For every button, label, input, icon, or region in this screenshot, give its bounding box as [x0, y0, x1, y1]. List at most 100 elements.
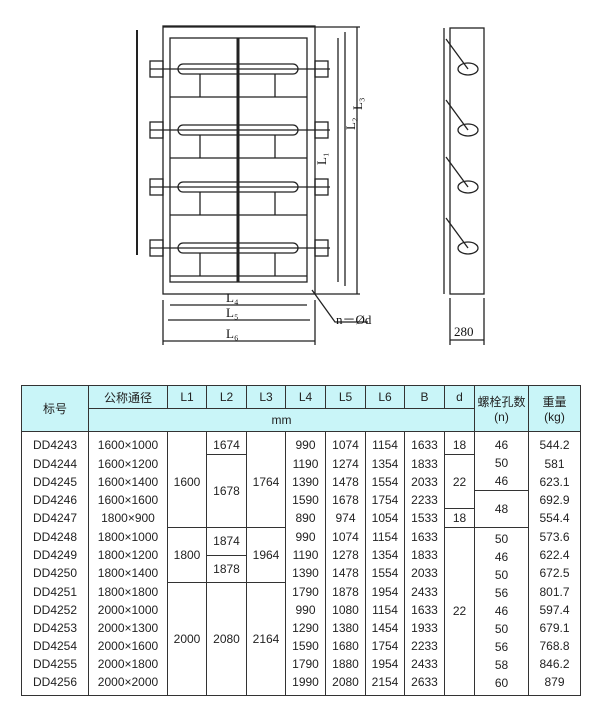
l3-group-cell: 1964 — [246, 527, 286, 583]
l4-cell: 990 — [285, 431, 326, 455]
nominal-cell: 1800×1400 — [88, 564, 168, 583]
damper-drawing: L₄ L₅ L₆ L₁ L₂ L₃ n－Ød 280 — [136, 25, 485, 345]
l4-cell: 1390 — [285, 472, 326, 491]
n-group-cell: 48 — [474, 490, 529, 528]
header-l5: L5 — [325, 385, 366, 409]
weight-cell: 573.6 — [528, 527, 581, 546]
l4-cell: 1290 — [285, 618, 326, 637]
weight-cell: 581 — [528, 454, 581, 473]
code-cell: DD4244 — [21, 454, 89, 473]
n-value: 46 — [494, 474, 509, 488]
l1-group-cell: 1600 — [167, 431, 207, 528]
l6-cell: 1154 — [365, 527, 405, 546]
n-value: 58 — [494, 658, 509, 673]
header-code: 标号 — [21, 385, 89, 432]
header-l2: L2 — [206, 385, 247, 409]
nominal-cell: 2000×1300 — [88, 618, 168, 637]
code-cell: DD4248 — [21, 527, 89, 546]
header-weight-label: 重量 — [542, 395, 567, 409]
b-cell: 2033 — [404, 472, 445, 491]
header-bolts-unit: (n) — [494, 410, 509, 424]
d-group-cell: 22 — [444, 454, 475, 509]
code-cell: DD4254 — [21, 636, 89, 655]
l2-group-cell: 1678 — [206, 454, 247, 528]
dimension-table: 标号 公称通径 L1 L2 L3 L4 L5 L6 B d 螺栓孔数(n) 重量… — [21, 385, 581, 696]
l5-cell: 1074 — [325, 527, 366, 546]
bearing-left — [149, 178, 164, 196]
nominal-cell: 2000×1000 — [88, 600, 168, 619]
n-value: 56 — [494, 586, 509, 601]
header-bolts-label: 螺栓孔数 — [477, 395, 526, 409]
bearing-right — [314, 121, 329, 139]
nominal-cell: 1800×1200 — [88, 545, 168, 565]
l2-value: 1878 — [207, 554, 246, 583]
header-l3: L3 — [246, 385, 286, 409]
nominal-cell: 2000×1600 — [88, 636, 168, 655]
nominal-cell: 1600×1000 — [88, 431, 168, 455]
l5-cell: 1274 — [325, 454, 366, 473]
l2-label: L₂ — [343, 118, 358, 130]
nominal-cell: 1800×1800 — [88, 582, 168, 601]
l6-cell: 1454 — [365, 618, 405, 637]
l6-cell: 1754 — [365, 490, 405, 509]
b-cell: 1633 — [404, 431, 445, 455]
l3-label: L₃ — [350, 98, 365, 110]
l6-cell: 1754 — [365, 636, 405, 655]
l2-value: 1874 — [213, 534, 240, 549]
l5-cell: 1080 — [325, 600, 366, 619]
b-cell: 1633 — [404, 600, 445, 619]
l5-cell: 1678 — [325, 490, 366, 509]
b-cell: 1533 — [404, 508, 445, 528]
n-value: 60 — [494, 676, 509, 691]
n-value: 50 — [494, 532, 509, 547]
nominal-cell: 1800×900 — [88, 508, 168, 528]
weight-cell: 679.1 — [528, 618, 581, 637]
l5-cell: 1074 — [325, 431, 366, 455]
code-cell: DD4251 — [21, 582, 89, 601]
l6-cell: 1554 — [365, 472, 405, 491]
header-unit: mm — [88, 408, 475, 432]
depth-label: 280 — [454, 324, 474, 339]
weight-cell: 597.4 — [528, 600, 581, 619]
link-hub — [457, 123, 479, 137]
l6-cell: 1554 — [365, 564, 405, 583]
weight-cell: 672.5 — [528, 564, 581, 583]
l5-cell: 1278 — [325, 545, 366, 565]
l4-cell: 990 — [285, 600, 326, 619]
b-cell: 1833 — [404, 545, 445, 565]
weight-cell: 801.7 — [528, 582, 581, 601]
d-group-cell: 18 — [444, 431, 475, 455]
weight-cell: 879 — [528, 672, 581, 696]
l6-label: L₆ — [226, 326, 238, 341]
side-view: 280 — [443, 27, 485, 345]
header-l6: L6 — [365, 385, 405, 409]
b-cell: 1933 — [404, 618, 445, 637]
l3-group-cell: 1764 — [246, 431, 286, 528]
n-value: 50 — [494, 568, 509, 583]
nominal-cell: 1600×1600 — [88, 490, 168, 509]
l4-cell: 1790 — [285, 582, 326, 601]
nominal-cell: 2000×1800 — [88, 654, 168, 673]
code-cell: DD4249 — [21, 545, 89, 565]
bearing-right — [314, 239, 329, 257]
bearing-left — [149, 121, 164, 139]
l6-cell: 1354 — [365, 454, 405, 473]
weight-cell: 623.1 — [528, 472, 581, 491]
b-cell: 2233 — [404, 636, 445, 655]
l3-group-cell: 2164 — [246, 582, 286, 696]
bearing-right — [314, 60, 329, 78]
l1-group-cell: 1800 — [167, 527, 207, 583]
code-cell: DD4250 — [21, 564, 89, 583]
nominal-cell: 1600×1200 — [88, 454, 168, 473]
header-b: B — [404, 385, 445, 409]
weight-cell: 768.8 — [528, 636, 581, 655]
b-cell: 1833 — [404, 454, 445, 473]
blade-1 — [177, 63, 299, 75]
